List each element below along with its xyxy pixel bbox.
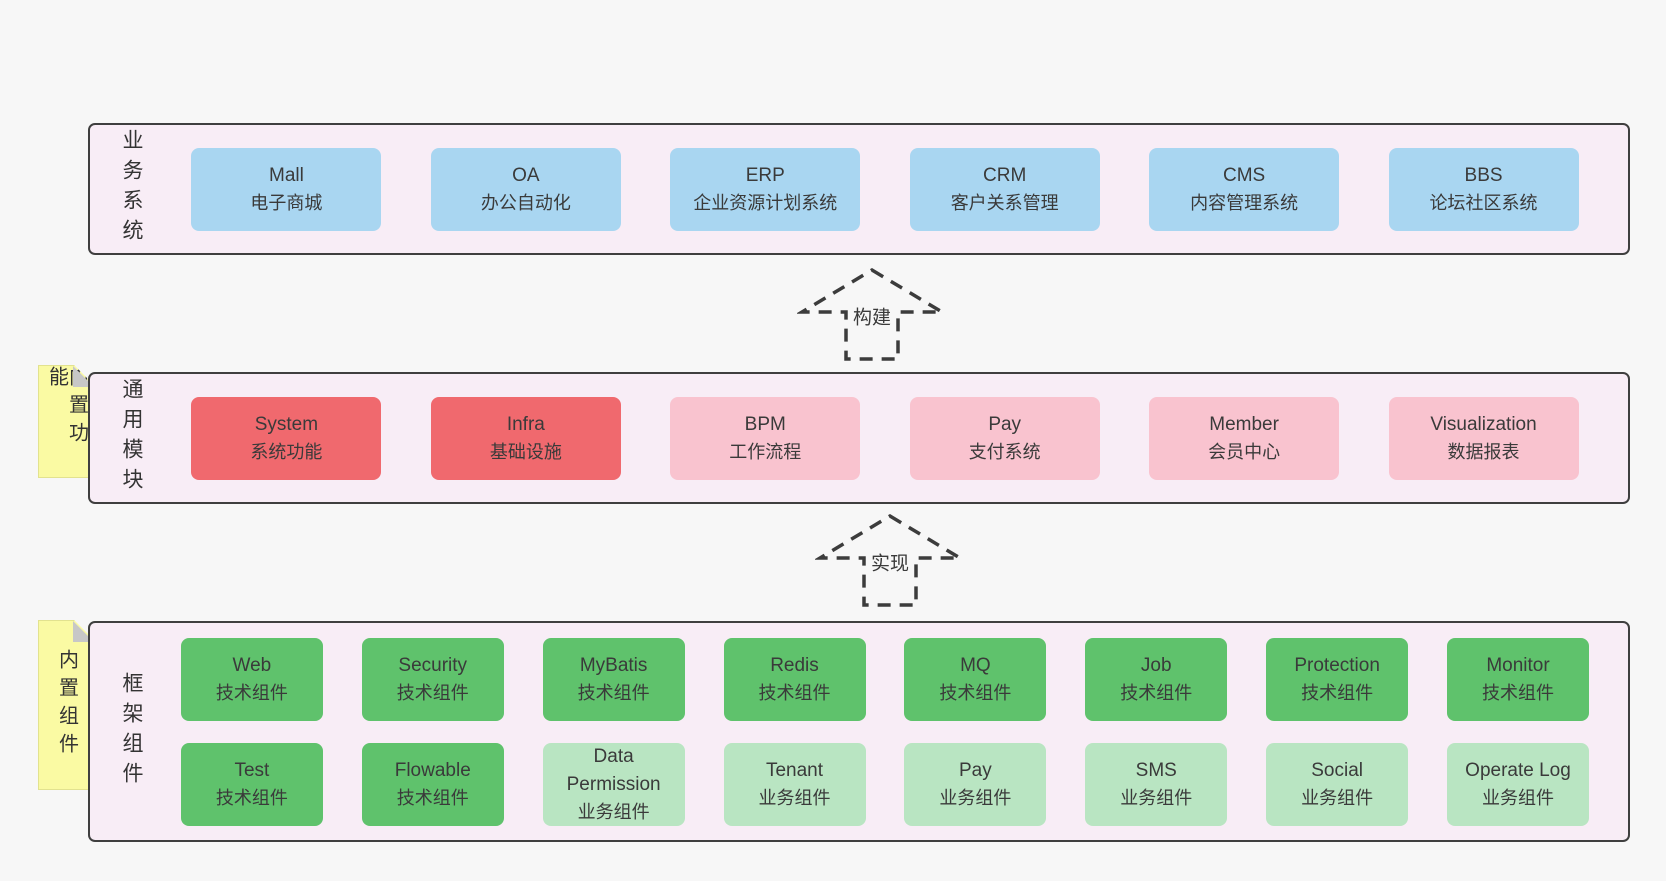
sticky-note-label: 内置功能 [45,366,88,450]
box-flowable: Flowable 技术组件 [361,742,504,826]
band-label-business-systems: 业务系统 [120,129,143,249]
band-boxes-business-systems: Mall 电子商城 OA 办公自动化 ERP 企业资源计划系统 CRM 客户关系… [142,147,1628,231]
box-pay-component: Pay 业务组件 [904,742,1047,826]
box-redis: Redis 技术组件 [723,637,866,721]
box-security: Security 技术组件 [361,637,504,721]
box-cms: CMS 内容管理系统 [1149,147,1340,231]
box-infra: Infra 基础设施 [430,396,621,480]
band-framework-components: 框架组件 Web 技术组件 Security 技术组件 MyBatis 技术组件… [88,621,1630,842]
arrow-up-build-icon: 构建 [797,266,947,362]
box-tenant: Tenant 业务组件 [723,742,866,826]
sticky-note-label: 内置组件 [55,649,78,761]
box-crm: CRM 客户关系管理 [909,147,1100,231]
sticky-note-built-in-features: 内置功能 [38,365,95,478]
box-operate-log: Operate Log 业务组件 [1447,742,1589,826]
box-data-permission: Data Permission 业务组件 [542,742,685,826]
box-visualization: Visualization 数据报表 [1388,396,1579,480]
box-erp: ERP 企业资源计划系统 [670,147,861,231]
box-protection: Protection 技术组件 [1266,637,1409,721]
box-oa: OA 办公自动化 [430,147,621,231]
band-label-framework-components: 框架组件 [120,671,143,792]
band-business-systems: 业务系统 Mall 电子商城 OA 办公自动化 ERP 企业资源计划系统 CRM… [88,123,1630,255]
box-monitor: Monitor 技术组件 [1447,637,1589,721]
box-mybatis: MyBatis 技术组件 [542,637,685,721]
band-common-modules: 通用模块 System 系统功能 Infra 基础设施 BPM 工作流程 Pay… [88,372,1630,504]
box-test: Test 技术组件 [180,742,323,826]
arrow-label-build: 构建 [847,301,897,331]
box-mall: Mall 电子商城 [191,147,382,231]
box-bbs: BBS 论坛社区系统 [1388,147,1579,231]
band-boxes-common-modules: System 系统功能 Infra 基础设施 BPM 工作流程 Pay 支付系统… [142,396,1628,480]
arrow-label-implement: 实现 [865,547,915,577]
box-sms: SMS 业务组件 [1085,742,1228,826]
box-mq: MQ 技术组件 [904,637,1047,721]
arrow-up-implement-icon: 实现 [815,512,965,608]
box-job: Job 技术组件 [1085,637,1228,721]
band-boxes-framework-components: Web 技术组件 Security 技术组件 MyBatis 技术组件 Redi… [142,637,1628,826]
box-pay-module: Pay 支付系统 [909,396,1100,480]
sticky-note-built-in-components: 内置组件 [38,620,95,790]
box-system: System 系统功能 [191,396,382,480]
box-social: Social 业务组件 [1266,742,1409,826]
box-member: Member 会员中心 [1149,396,1340,480]
box-web: Web 技术组件 [180,637,323,721]
band-label-common-modules: 通用模块 [120,378,143,498]
box-bpm: BPM 工作流程 [670,396,861,480]
